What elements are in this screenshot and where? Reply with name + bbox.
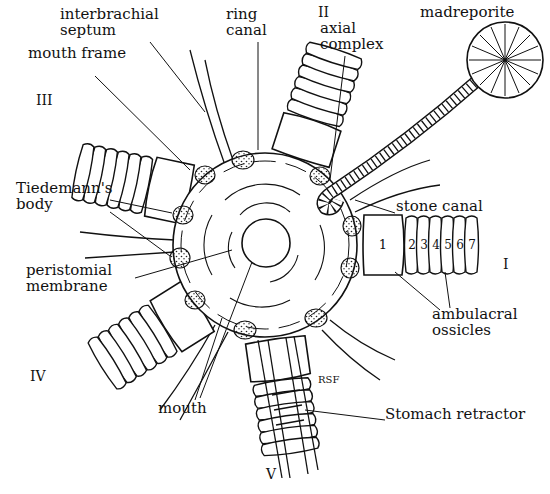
- callout-number: 7: [466, 237, 478, 253]
- callout-number: 5: [442, 237, 454, 253]
- part-label: IV: [30, 368, 60, 384]
- part-label: peristomial membrane: [26, 262, 146, 294]
- part-label: Stomach retractor: [385, 406, 545, 422]
- callout-number: 4: [430, 237, 442, 253]
- callout-number: 3: [418, 237, 430, 253]
- part-label: ambulacral ossicles: [432, 306, 542, 338]
- part-label: RSF: [318, 372, 358, 388]
- part-label: mouth frame: [28, 45, 138, 61]
- callout-number: 1: [373, 237, 393, 253]
- part-label: ring canal: [226, 6, 296, 38]
- part-label: Tiedemann's body: [16, 180, 116, 212]
- part-label: mouth: [158, 400, 228, 416]
- part-label: stone canal: [396, 198, 506, 214]
- part-label: V: [266, 466, 296, 482]
- part-label: II: [318, 4, 348, 20]
- callout-number: 6: [454, 237, 466, 253]
- callout-number: 2: [406, 237, 418, 253]
- part-label: III: [36, 92, 66, 108]
- part-label: interbrachial septum: [60, 6, 210, 38]
- part-label: madreporite: [420, 4, 530, 20]
- part-label: I: [503, 256, 533, 272]
- part-label: axial complex: [320, 20, 410, 52]
